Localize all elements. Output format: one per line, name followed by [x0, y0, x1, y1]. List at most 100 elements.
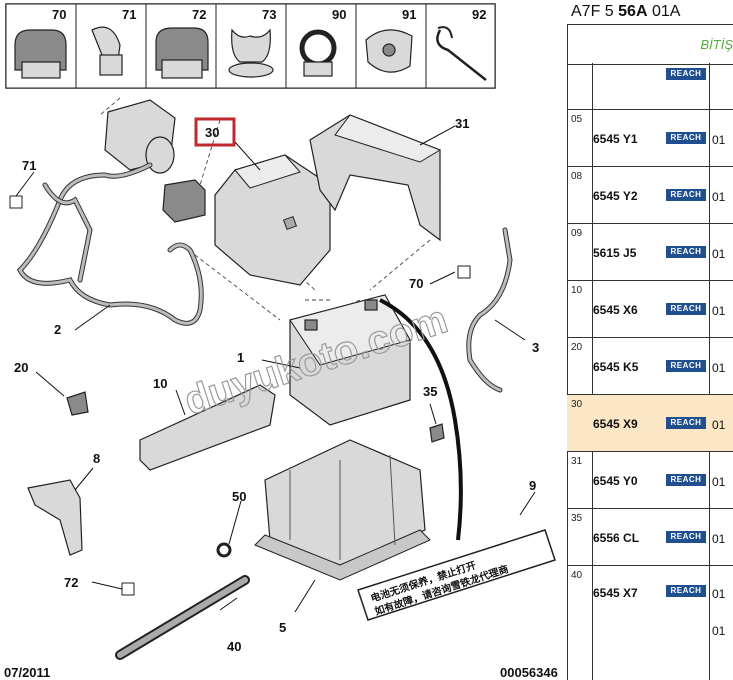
callout-40[interactable]: 40 — [227, 639, 241, 654]
ref-cell-72[interactable]: 72 — [145, 3, 217, 89]
starter-motor — [104, 99, 176, 174]
row-quantity: 01 — [712, 532, 726, 546]
reach-badge: REACH — [666, 189, 706, 201]
washer-50 — [216, 542, 232, 558]
harness-2 — [16, 162, 204, 326]
row-quantity: 01 — [712, 133, 726, 147]
row-reference[interactable]: 6545 Y0 — [593, 474, 638, 488]
ref-cell-73[interactable]: 73 — [215, 3, 287, 89]
reach-badge: REACH — [666, 360, 706, 372]
row-number: 35 — [571, 513, 583, 524]
callout-30[interactable]: 30 — [205, 125, 219, 140]
table-row[interactable]: 20 6545 K5 REACH 01 — [567, 338, 733, 395]
row-number: 05 — [571, 114, 583, 125]
row-quantity: 01 — [712, 304, 726, 318]
row-reference[interactable]: 5615 J5 — [593, 246, 637, 260]
table-row[interactable]: 31 6545 Y0 REACH 01 — [567, 452, 733, 509]
row-number: 30 — [571, 399, 583, 410]
reach-badge: REACH — [666, 246, 706, 258]
reach-badge: REACH — [666, 303, 706, 315]
row-reference[interactable]: 6545 K5 — [593, 360, 639, 374]
callout-5[interactable]: 5 — [279, 620, 286, 635]
row-reference[interactable]: 6545 X6 — [593, 303, 638, 317]
header-label: BİTİŞ — [700, 37, 733, 52]
table-row-header-reach: REACH — [567, 63, 733, 110]
table-row[interactable]: 08 6545 Y2 REACH 01 — [567, 167, 733, 224]
parts-diagram: 70 71 72 73 90 — [4, 3, 558, 680]
title-part-1: A7F 5 — [571, 3, 614, 20]
callout-71[interactable]: 71 — [22, 158, 36, 173]
row-quantity: 01 — [712, 190, 726, 204]
ref-label-73: 73 — [262, 7, 276, 22]
ref-label-92: 92 — [472, 7, 486, 22]
ref-cell-90[interactable]: 90 — [285, 3, 357, 89]
row-quantity: 01 — [712, 418, 726, 432]
reach-badge: REACH — [666, 585, 706, 597]
battery-1 — [289, 294, 411, 426]
callout-2[interactable]: 2 — [54, 322, 61, 337]
callout-70[interactable]: 70 — [409, 276, 423, 291]
col-divider-qty — [709, 63, 710, 680]
callout-20[interactable]: 20 — [14, 360, 28, 375]
cover-30 — [214, 154, 331, 286]
ref-label-90: 90 — [332, 7, 346, 22]
col-divider-num — [592, 63, 593, 680]
table-row[interactable]: 09 5615 J5 REACH 01 — [567, 224, 733, 281]
reach-badge: REACH — [666, 68, 706, 80]
bracket-8 — [27, 479, 83, 556]
title-part-2: 56A — [618, 3, 648, 20]
callout-8[interactable]: 8 — [93, 451, 100, 466]
ref-cell-71[interactable]: 71 — [75, 3, 147, 89]
bracket-10 — [139, 384, 276, 471]
table-row[interactable]: 05 6545 Y1 REACH 01 — [567, 110, 733, 167]
callout-9[interactable]: 9 — [529, 478, 536, 493]
table-row[interactable]: 35 6556 CL REACH 01 — [567, 509, 733, 566]
row-number: 09 — [571, 228, 583, 239]
row-quantity: 01 — [712, 247, 726, 261]
ref-cell-70[interactable]: 70 — [5, 3, 77, 89]
row-quantity: 01 — [712, 475, 726, 489]
title-part-3: 01A — [651, 3, 681, 20]
row-number: 40 — [571, 570, 583, 581]
row-number: 31 — [571, 456, 583, 467]
footer-code: 00056346 — [500, 665, 558, 680]
clip-35 — [429, 423, 445, 443]
ref-cell-91[interactable]: 91 — [355, 3, 427, 89]
callout-31[interactable]: 31 — [455, 116, 469, 131]
table-row[interactable]: 40 6545 X7 REACH 01 01 — [567, 566, 733, 680]
ref-label-91: 91 — [402, 7, 416, 22]
ref-label-70: 70 — [52, 7, 66, 22]
table-row[interactable]: 10 6545 X6 REACH 01 — [567, 281, 733, 338]
row-reference[interactable]: 6545 Y2 — [593, 189, 638, 203]
ref-label-71: 71 — [122, 7, 136, 22]
row-quantity: 01 — [712, 587, 726, 601]
cable-3 — [466, 227, 513, 393]
row-reference[interactable]: 6545 X9 — [593, 417, 638, 431]
callout-50[interactable]: 50 — [232, 489, 246, 504]
parts-table-panel: A7F 5 56A 01A BİTİŞ REACH 05 6545 Y1 REA… — [567, 0, 733, 680]
row-number: 20 — [571, 342, 583, 353]
reference-strip: 70 71 72 73 90 — [5, 3, 496, 89]
row-reference[interactable]: 6545 Y1 — [593, 132, 638, 146]
row-quantity: 01 — [712, 361, 726, 375]
callout-1[interactable]: 1 — [237, 350, 244, 365]
ref-cell-92[interactable]: 92 — [425, 3, 496, 89]
reach-badge: REACH — [666, 474, 706, 486]
row-reference[interactable]: 6545 X7 — [593, 586, 638, 600]
row-quantity-extra: 01 — [712, 624, 726, 638]
callout-35[interactable]: 35 — [423, 384, 437, 399]
reach-badge: REACH — [666, 132, 706, 144]
shield-31 — [309, 114, 442, 242]
header-row: BİTİŞ — [567, 24, 733, 65]
callout-72[interactable]: 72 — [64, 575, 78, 590]
panel-title: A7F 5 56A 01A — [571, 3, 680, 21]
table-row-selected[interactable]: 30 6545 X9 REACH 01 — [567, 395, 733, 452]
callout-10[interactable]: 10 — [153, 376, 167, 391]
row-number: 10 — [571, 285, 583, 296]
row-number: 08 — [571, 171, 583, 182]
callout-3[interactable]: 3 — [532, 340, 539, 355]
ref-label-72: 72 — [192, 7, 206, 22]
clip-20 — [66, 391, 89, 416]
reach-badge: REACH — [666, 531, 706, 543]
row-reference[interactable]: 6556 CL — [593, 531, 640, 545]
